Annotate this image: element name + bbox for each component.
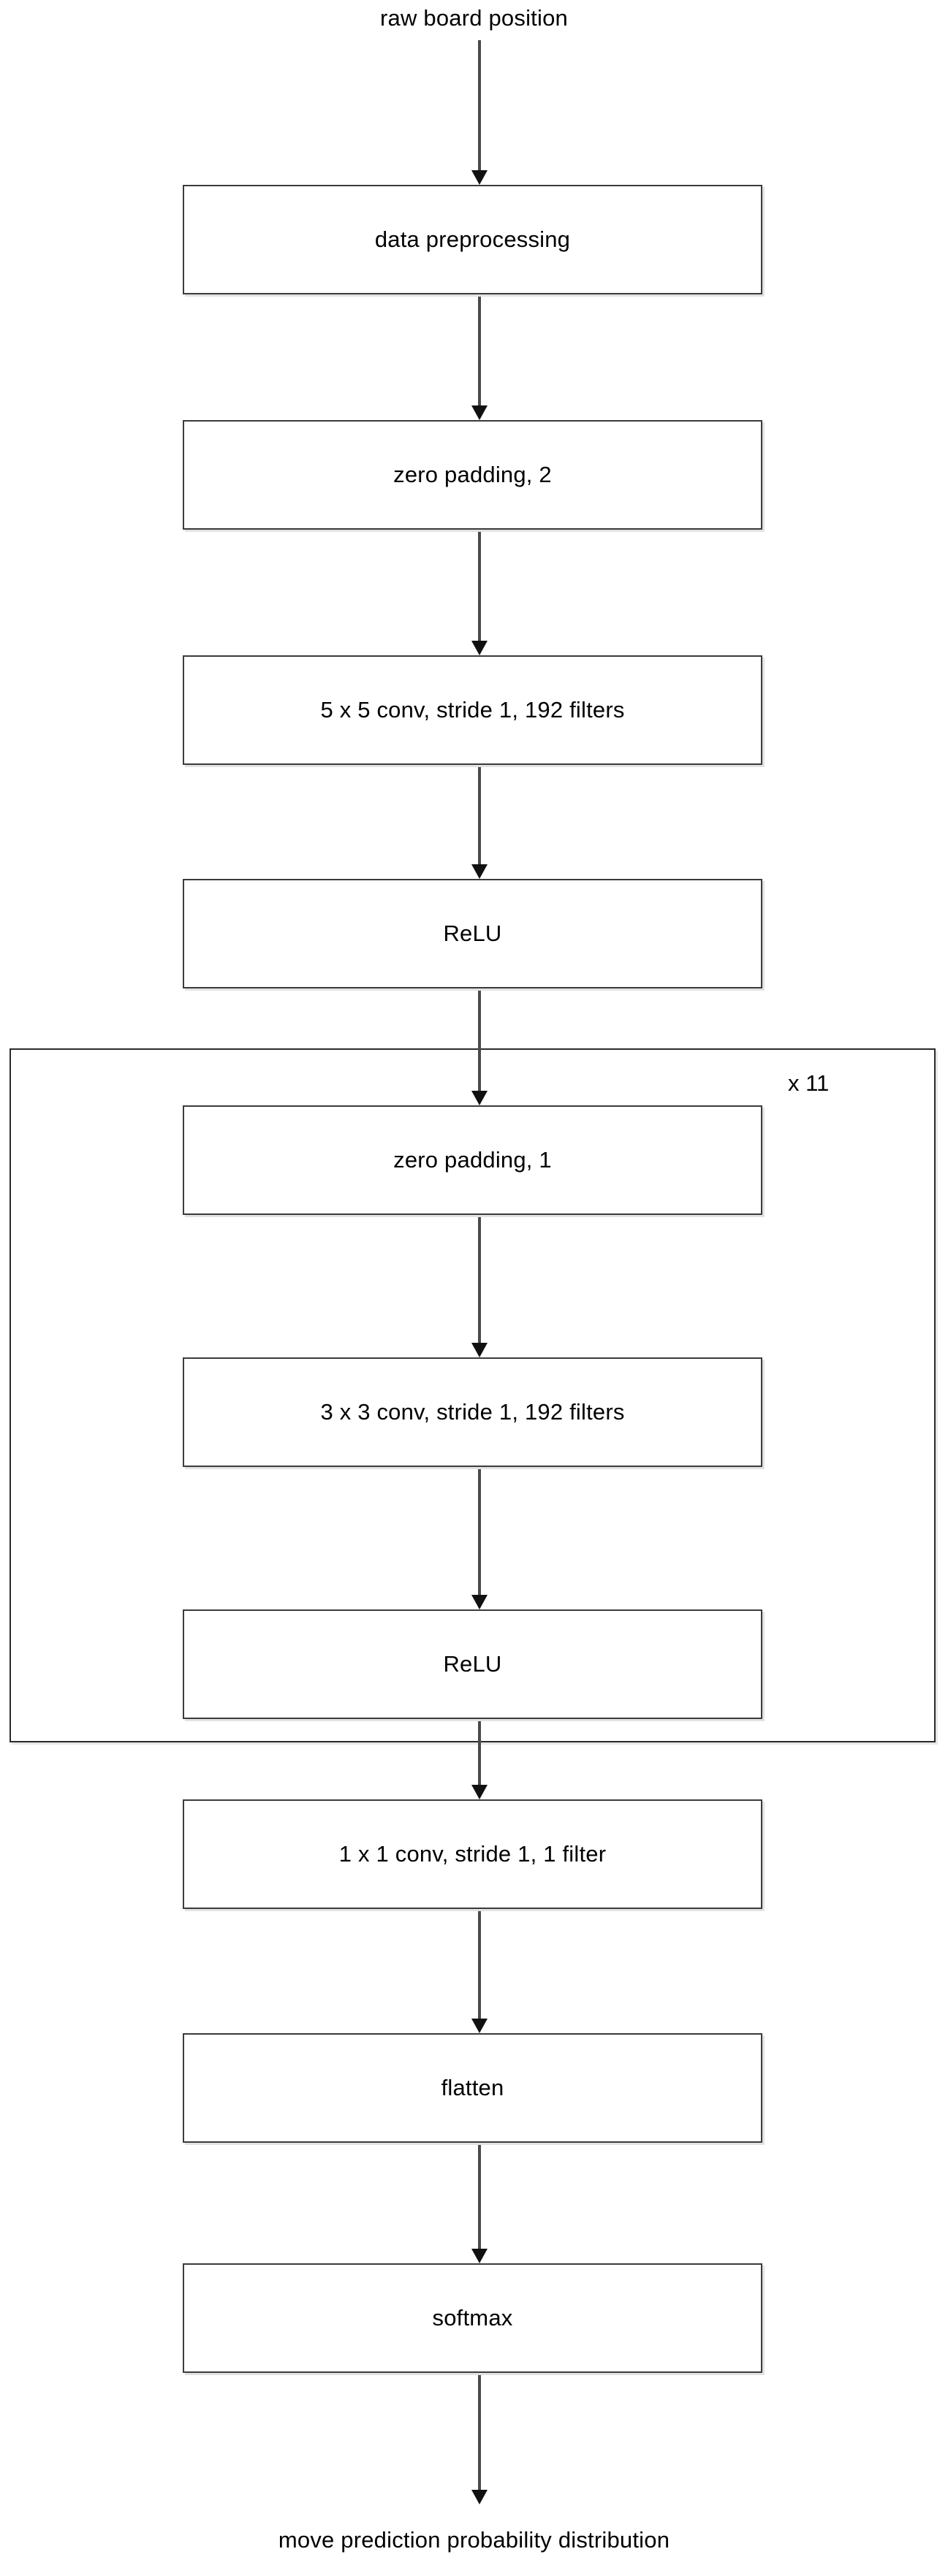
arrow-conv3-to-relu2 — [471, 1467, 488, 1609]
arrow-shaft — [478, 1467, 481, 1596]
node-label: 3 x 3 conv, stride 1, 192 filters — [320, 1399, 625, 1425]
arrow-head-icon — [471, 2019, 488, 2033]
node-flatten[interactable]: flatten — [183, 2033, 762, 2143]
node-label: zero padding, 1 — [393, 1147, 552, 1173]
node-relu-1[interactable]: ReLU — [183, 879, 762, 988]
arrow-head-icon — [471, 170, 488, 185]
node-label: flatten — [441, 2075, 504, 2100]
node-label: ReLU — [443, 921, 502, 946]
input-caption: raw board position — [380, 5, 568, 31]
arrow-head-icon — [471, 2249, 488, 2263]
node-conv-5x5[interactable]: 5 x 5 conv, stride 1, 192 filters — [183, 655, 762, 765]
arrow-head-icon — [471, 1343, 488, 1357]
arrow-softmax-to-output — [471, 2373, 488, 2504]
node-label: zero padding, 2 — [393, 462, 552, 487]
repeat-group-box — [10, 1048, 936, 1742]
arrow-relu1-to-pad1 — [471, 988, 488, 1105]
node-label: 1 x 1 conv, stride 1, 1 filter — [338, 1841, 607, 1867]
arrow-input-to-preprocessing — [471, 40, 488, 185]
node-conv-3x3[interactable]: 3 x 3 conv, stride 1, 192 filters — [183, 1357, 762, 1467]
arrow-head-icon — [471, 864, 488, 879]
output-caption: move prediction probability distribution — [278, 2527, 670, 2553]
arrow-head-icon — [471, 405, 488, 420]
node-label: 5 x 5 conv, stride 1, 192 filters — [320, 697, 625, 723]
node-softmax[interactable]: softmax — [183, 2263, 762, 2373]
node-data-preprocessing[interactable]: data preprocessing — [183, 185, 762, 294]
arrow-head-icon — [471, 1785, 488, 1799]
arrow-shaft — [478, 765, 481, 866]
arrow-shaft — [478, 2143, 481, 2250]
node-zero-padding-2[interactable]: zero padding, 2 — [183, 420, 762, 530]
arrow-shaft — [478, 530, 481, 642]
arrow-conv1-to-flatten — [471, 1909, 488, 2033]
arrow-head-icon — [471, 2490, 488, 2504]
node-label: softmax — [432, 2305, 513, 2331]
node-zero-padding-1[interactable]: zero padding, 1 — [183, 1105, 762, 1215]
arrow-flatten-to-softmax — [471, 2143, 488, 2263]
repeat-group-label: x 11 — [788, 1070, 830, 1096]
arrow-head-icon — [471, 641, 488, 655]
arrow-conv5-to-relu1 — [471, 765, 488, 879]
arrow-pad2-to-conv5 — [471, 530, 488, 655]
node-relu-2[interactable]: ReLU — [183, 1609, 762, 1719]
arrow-shaft — [478, 988, 481, 1092]
arrow-shaft — [478, 1909, 481, 2020]
node-label: data preprocessing — [374, 226, 571, 252]
arrow-shaft — [478, 1719, 481, 1786]
arrow-head-icon — [471, 1091, 488, 1105]
arrow-shaft — [478, 2373, 481, 2491]
arrow-head-icon — [471, 1595, 488, 1609]
arrow-pad1-to-conv3 — [471, 1215, 488, 1357]
arrow-shaft — [478, 1215, 481, 1344]
arrow-preprocessing-to-pad2 — [471, 294, 488, 420]
node-label: ReLU — [443, 1651, 502, 1677]
arrow-shaft — [478, 40, 481, 172]
arrow-relu2-to-conv1 — [471, 1719, 488, 1799]
node-conv-1x1[interactable]: 1 x 1 conv, stride 1, 1 filter — [183, 1799, 762, 1909]
arrow-shaft — [478, 294, 481, 407]
